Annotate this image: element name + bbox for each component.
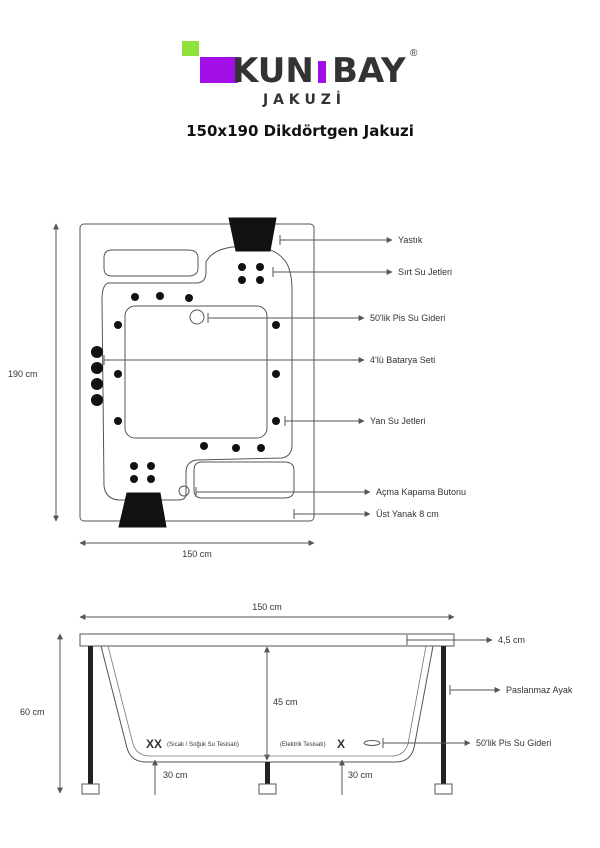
side-jet — [114, 321, 122, 329]
legs — [81, 646, 453, 795]
battery-knob — [91, 362, 103, 374]
battery-knob — [91, 394, 103, 406]
jets — [91, 263, 280, 483]
side-jet — [114, 370, 122, 378]
seat-bottom-right — [193, 461, 295, 499]
width-dimension: 150 cm — [182, 549, 212, 559]
leg-foot — [434, 783, 453, 795]
logo-purple-bar — [200, 57, 238, 83]
label-back-jets: Sırt Su Jetleri — [398, 267, 452, 277]
legs-label: Paslanmaz Ayak — [506, 685, 573, 695]
side-rim — [79, 633, 455, 647]
side-jet — [272, 370, 280, 378]
back-jet — [147, 475, 155, 483]
side-callout-lines — [382, 635, 501, 748]
logo-name-part2: BAY — [332, 51, 406, 91]
pillow-top — [228, 217, 277, 252]
side-jet — [272, 321, 280, 329]
top-view-dimensions — [53, 223, 315, 546]
side-jet — [257, 444, 265, 452]
power-button — [178, 485, 190, 497]
leg-foot — [81, 783, 100, 795]
water-mark: XX — [146, 737, 162, 751]
back-jet — [256, 276, 264, 284]
back-jet — [238, 263, 246, 271]
seat-top-left — [103, 249, 199, 277]
left-height-label: 30 cm — [163, 770, 188, 780]
tub-outline — [101, 246, 293, 501]
back-jet — [130, 475, 138, 483]
label-rim: Üst Yanak 8 cm — [376, 509, 439, 519]
side-drain-label: 50'lik Pis Su Gideri — [476, 738, 551, 748]
inner-basin — [124, 305, 268, 439]
outer-rim — [79, 223, 315, 522]
side-jet — [114, 417, 122, 425]
top-view — [79, 223, 315, 522]
electric-note: (Elektrik Tesisatı) — [280, 742, 326, 748]
side-jet — [156, 292, 164, 300]
water-note: (Sıcak / Soğuk Su Tesisatı) — [167, 742, 239, 748]
leg — [265, 762, 270, 784]
side-jet — [232, 444, 240, 452]
right-height-label: 30 cm — [348, 770, 373, 780]
logo-t-stem — [318, 61, 326, 83]
back-jet — [147, 462, 155, 470]
label-side-jets: Yan Su Jetleri — [370, 416, 425, 426]
side-width-dimension: 150 cm — [252, 602, 282, 612]
side-jet — [131, 293, 139, 301]
label-drain: 50'lik Pis Su Gideri — [370, 313, 445, 323]
side-jet — [272, 417, 280, 425]
callout-lines — [103, 235, 393, 519]
rim-thickness-label: 4,5 cm — [498, 635, 525, 645]
back-jet — [130, 462, 138, 470]
side-view-dimensions — [57, 614, 455, 795]
kuntbay-logo: KUN BAY ® J A K U Z İ — [182, 41, 418, 108]
logo-green-square — [182, 41, 199, 56]
drain-circle — [189, 309, 205, 325]
leg-foot — [258, 783, 277, 795]
side-jet — [185, 294, 193, 302]
height-dimension: 190 cm — [8, 369, 38, 379]
side-height-dimension: 60 cm — [20, 707, 45, 717]
side-tub-body — [100, 645, 434, 763]
page-title: 150x190 Dikdörtgen Jakuzi — [186, 122, 414, 140]
leg — [88, 646, 93, 784]
label-button: Açma Kapama Butonu — [376, 487, 466, 497]
side-tub-inner — [107, 645, 427, 757]
electric-mark: X — [337, 737, 345, 751]
battery-knob — [91, 378, 103, 390]
depth-dimension: 45 cm — [273, 697, 298, 707]
logo-subtitle: J A K U Z İ — [262, 91, 341, 108]
pillow-bottom — [118, 492, 167, 528]
label-battery: 4'lü Batarya Seti — [370, 355, 435, 365]
logo-registered: ® — [410, 48, 418, 59]
logo-name-part1: KUN — [232, 51, 314, 91]
side-drain — [363, 740, 381, 746]
battery-knob — [91, 346, 103, 358]
label-pillow: Yastık — [398, 235, 423, 245]
side-jet — [200, 442, 208, 450]
back-jet — [238, 276, 246, 284]
back-jet — [256, 263, 264, 271]
leg — [441, 646, 446, 784]
